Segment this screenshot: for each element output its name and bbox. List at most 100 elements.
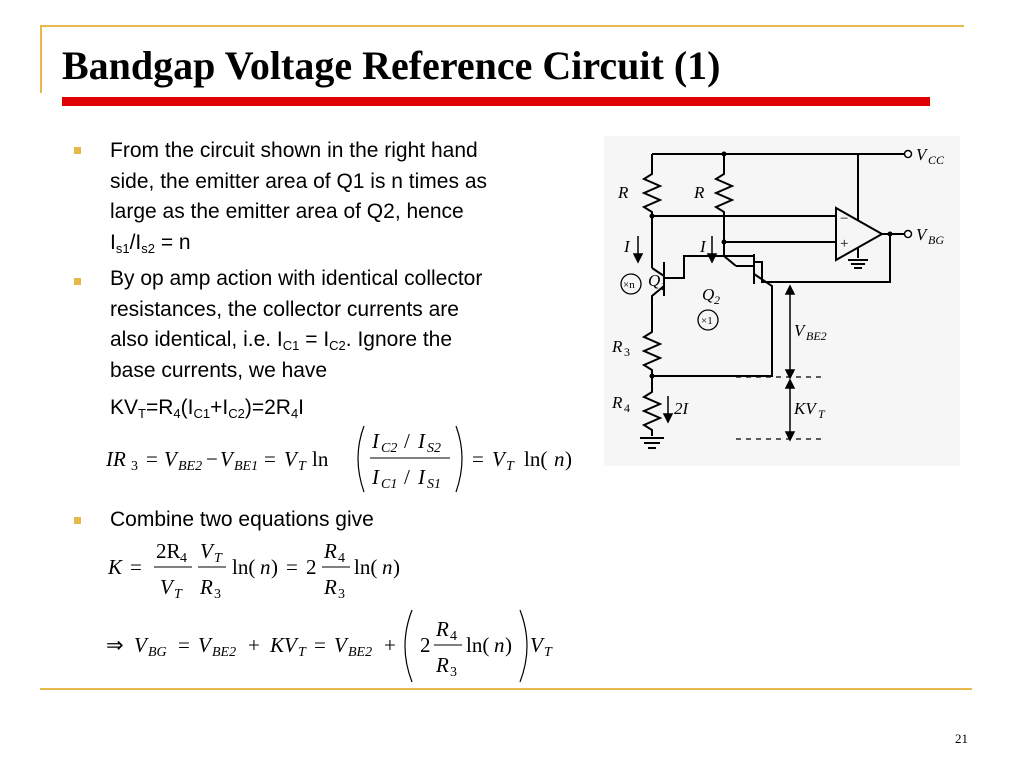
eq3-paren: ): [505, 633, 512, 657]
eq3-n: n: [494, 633, 505, 657]
eq3-right-paren: [519, 609, 528, 683]
text-segment: = I: [299, 328, 330, 351]
eq3-v: V: [198, 633, 213, 657]
junction-dot: [721, 239, 727, 245]
eq1-equals: =: [472, 447, 484, 471]
r-left-label: R: [617, 183, 629, 202]
eq2-paren: ): [393, 555, 400, 579]
eq3-equals: =: [314, 633, 326, 657]
implies-arrow: ⇒: [106, 633, 124, 657]
eq2-equals: =: [130, 555, 142, 579]
eq1-ln: ln(: [524, 447, 547, 471]
eq1-i: I: [417, 429, 426, 453]
vbe2-sub: BE2: [806, 329, 827, 343]
eq1-ln: ln: [312, 447, 329, 471]
eq1-equals: =: [264, 447, 276, 471]
eq1-right-paren: [455, 425, 463, 493]
i-left-label: I: [623, 237, 631, 256]
q1-sub: 1: [660, 279, 666, 293]
q1-label: Q: [648, 271, 660, 290]
xn-label: ×n: [623, 279, 635, 291]
eq3-plus: +: [384, 633, 396, 657]
resistor-r-left: [641, 154, 663, 231]
bullet-1-line-3: large as the emitter area of Q2, hence: [110, 200, 464, 223]
eq3-sub: T: [298, 645, 307, 660]
arrowhead: [632, 253, 644, 264]
page-number: 21: [955, 731, 968, 746]
transistor-q2: [736, 254, 773, 314]
arrowhead: [662, 413, 674, 424]
eq2-r: R: [199, 575, 213, 599]
eq1-minus: −: [206, 447, 218, 471]
base-feedback-wire: [774, 234, 891, 283]
eq2-equals: =: [286, 555, 298, 579]
eq1-sub: T: [506, 459, 515, 474]
s1-sub: s1: [115, 240, 130, 256]
eq1-ir: IR: [105, 447, 126, 471]
eq1-v: V: [220, 447, 235, 471]
four-sub: 4: [290, 406, 299, 421]
eq3-two: 2: [420, 633, 431, 657]
slide-title: Bandgap Voltage Reference Circuit (1): [62, 43, 721, 88]
text-segment: =R: [145, 396, 174, 419]
text-segment: +I: [210, 396, 229, 419]
text-segment: I: [298, 396, 305, 419]
opamp-plus-sign: +: [840, 236, 848, 252]
vcc-terminal: [903, 149, 913, 159]
eq1-i: I: [371, 465, 380, 489]
c1-sub: C1: [193, 406, 211, 421]
eq1-i: I: [417, 465, 426, 489]
eq3-ln: ln(: [466, 633, 489, 657]
eq3-sub: BG: [148, 645, 167, 660]
eq2-ln: ln(: [232, 555, 255, 579]
eq1-sub: BE1: [234, 459, 258, 474]
eq2-n: n: [382, 555, 393, 579]
eq2-v: V: [160, 575, 175, 599]
area-marker-x1: [697, 309, 719, 331]
r3-sub: 3: [624, 345, 630, 359]
eq1-n: n: [554, 447, 565, 471]
eq3-sub: BE2: [212, 645, 236, 660]
four-sub: 4: [173, 406, 181, 421]
eq3-equals: =: [178, 633, 190, 657]
vbe2-label: V: [794, 321, 807, 340]
bullet-marker-2: [74, 278, 81, 285]
eq2-n: n: [260, 555, 271, 579]
frame-top-line: [40, 25, 964, 27]
q2-sub: 2: [714, 293, 720, 307]
eq3-kv: KV: [269, 633, 299, 657]
eq1-sub: BE2: [178, 459, 202, 474]
ground-symbol: [640, 437, 664, 449]
eq2-paren: ): [271, 555, 278, 579]
r-right-label: R: [693, 183, 705, 202]
eq1-equals: =: [146, 447, 158, 471]
eq2-two: 2: [306, 555, 317, 579]
bullet-marker-3: [74, 517, 81, 524]
bandgap-circuit-diagram: V CC V BG R R I I Q 1 Q 2 R 3 R 4 2I V B…: [604, 136, 960, 466]
eq3-left-paren: [404, 609, 413, 683]
bullet-1-line-4: Is1/Is2 = n: [110, 228, 191, 259]
bullet-2-line-3: also identical, i.e. IC1 = IC2. Ignore t…: [110, 325, 452, 356]
eq3-v: V: [530, 633, 545, 657]
eq1-v: V: [284, 447, 299, 471]
c1-sub: C1: [282, 338, 300, 353]
text-segment: also identical, i.e. I: [110, 328, 283, 351]
c2-sub: C2: [329, 338, 346, 353]
text-segment: (I: [180, 396, 194, 419]
bullet-2-line-2: resistances, the collector currents are: [110, 297, 459, 321]
junction-dot: [649, 373, 655, 379]
vcc-label: V: [916, 145, 929, 164]
eq2-r: R: [323, 539, 337, 563]
r3-label: R: [611, 337, 623, 356]
eq1-v: V: [164, 447, 179, 471]
arrowhead: [706, 253, 718, 264]
eq1-v: V: [492, 447, 507, 471]
eq2-2r: 2R: [156, 539, 181, 563]
kvt-sub: T: [818, 407, 826, 421]
text-segment: )=2R: [244, 396, 291, 419]
op-amp-triangle: [835, 206, 885, 262]
bullet-1-line-2: side, the emitter area of Q1 is n times …: [110, 169, 487, 193]
kvt-label: KV: [793, 399, 818, 418]
eq2-k: K: [107, 555, 123, 579]
text-segment: . Ignore the: [345, 328, 453, 351]
